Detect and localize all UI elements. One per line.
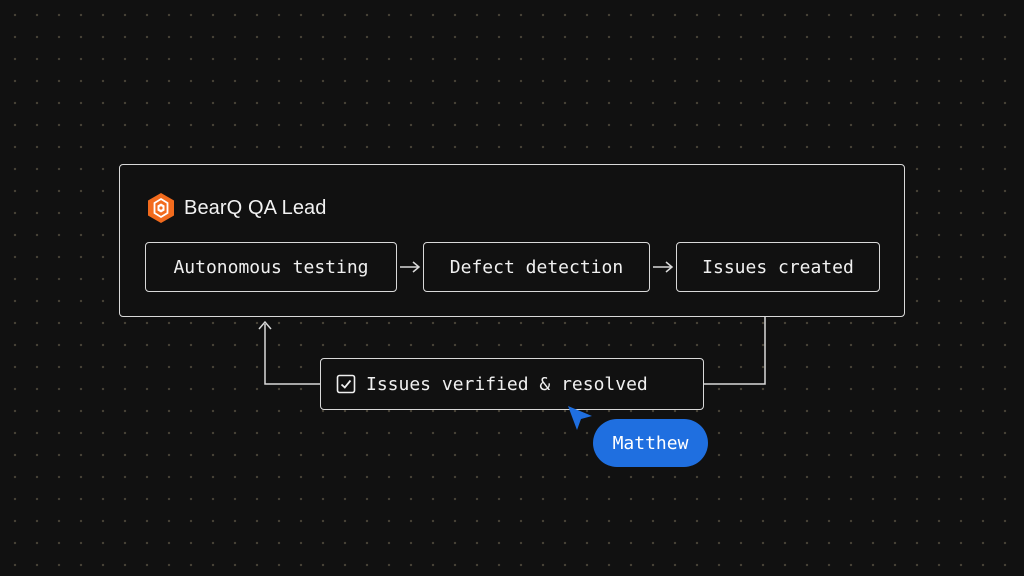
agent-panel: BearQ QA Lead [119, 164, 905, 317]
connector-arrowhead-up [258, 320, 272, 330]
agent-header: BearQ QA Lead [146, 192, 327, 224]
pointer-cursor-icon [568, 406, 592, 430]
step-defect-detection: Defect detection [423, 242, 650, 292]
collaborator-badge: Matthew [593, 419, 708, 467]
bear-hexagon-logo-icon [148, 193, 174, 223]
arrow-right-icon [653, 261, 674, 273]
step-issues-created: Issues created [676, 242, 880, 292]
arrow-right-icon [400, 261, 421, 273]
agent-name: BearQ QA Lead [184, 196, 327, 219]
verification-label: Issues verified & resolved [366, 373, 648, 395]
connector-verify-to-panel [264, 324, 320, 385]
checkbox-checked-icon [336, 374, 356, 394]
connector-panel-to-verify [704, 317, 766, 385]
step-autonomous-testing: Autonomous testing [145, 242, 397, 292]
verification-step: Issues verified & resolved [320, 358, 704, 410]
